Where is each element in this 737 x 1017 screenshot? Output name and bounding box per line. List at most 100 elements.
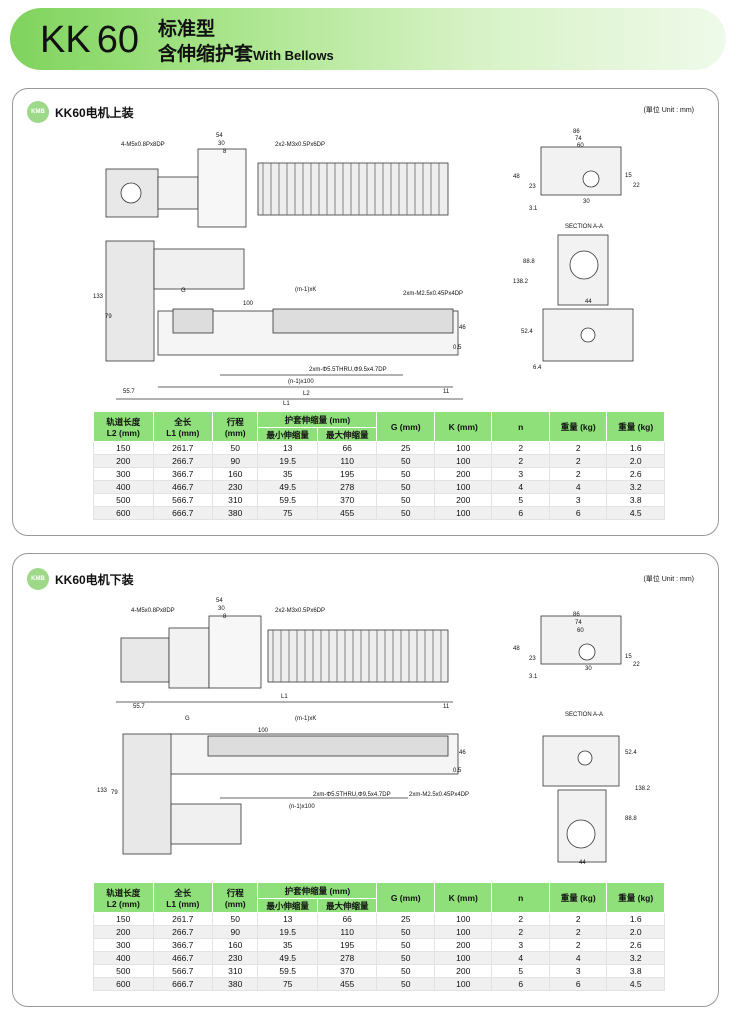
cell: 3.8 <box>606 964 665 978</box>
end-view-a-bore-icon <box>578 643 596 661</box>
cell: 6 <box>491 506 550 520</box>
col-n: n <box>491 882 550 913</box>
cell: 3.2 <box>606 480 665 494</box>
coupler-side <box>153 248 245 290</box>
cell: 261.7 <box>152 912 214 926</box>
cell: 100 <box>433 506 493 520</box>
bellows-top <box>257 162 449 216</box>
cell: 100 <box>433 441 493 455</box>
dim-label: G <box>185 716 190 722</box>
dim-label: 48 <box>513 646 520 652</box>
kmb-badge-icon: KMB <box>27 568 49 590</box>
cell: 200 <box>433 493 493 507</box>
cell: 261.7 <box>152 441 214 455</box>
cell: 90 <box>212 925 259 939</box>
kmb-badge-icon: KMB <box>27 101 49 123</box>
dim-label: 23 <box>529 184 536 190</box>
dim-label: 100 <box>258 728 269 734</box>
cell: 3.2 <box>606 951 665 965</box>
dim-label: 86 <box>573 612 580 618</box>
cell: 6 <box>548 506 608 520</box>
cell: 466.7 <box>152 480 214 494</box>
end-view-motor <box>557 234 609 306</box>
cell: 50 <box>376 977 435 991</box>
col-bellows-min: 最小伸缩量 <box>257 427 318 442</box>
cell: 380 <box>212 506 259 520</box>
col-g: G (mm) <box>376 882 435 913</box>
cell: 230 <box>212 480 259 494</box>
cell: 50 <box>376 454 435 468</box>
dim-label: 30 <box>218 141 225 147</box>
dim-label: (n-1)x100 <box>289 804 315 810</box>
dim-label: 74 <box>575 136 582 142</box>
cell: 3.8 <box>606 493 665 507</box>
cell: 3 <box>548 493 608 507</box>
cell: 100 <box>433 925 493 939</box>
unit-note: (單位 Unit : mm) <box>643 576 694 583</box>
cell: 150 <box>93 912 154 926</box>
cell: 2 <box>548 938 608 952</box>
cell: 200 <box>433 964 493 978</box>
motor-side <box>122 733 172 855</box>
technical-drawing-top-motor <box>105 146 634 400</box>
section-label: SECTION A-A <box>565 712 604 718</box>
cell: 2 <box>548 925 608 939</box>
cell: 50 <box>376 467 435 481</box>
dim-label: 74 <box>575 620 582 626</box>
cell: 49.5 <box>257 480 318 494</box>
cell: 75 <box>257 977 318 991</box>
cell: 666.7 <box>152 977 214 991</box>
cell: 400 <box>93 951 154 965</box>
dim-label: (n-1)x100 <box>288 379 314 385</box>
title-line2-zh: 含伸缩护套 <box>158 44 254 65</box>
col-bellows: 护套伸缩量 (mm) <box>257 882 378 899</box>
cell: 19.5 <box>257 925 318 939</box>
dim-label: 3.1 <box>529 206 538 212</box>
dim-label: 22 <box>633 662 640 668</box>
cell: 200 <box>93 454 154 468</box>
section-title: KK60电机上装 <box>55 105 134 120</box>
cell: 370 <box>316 493 378 507</box>
cell: 100 <box>433 977 493 991</box>
dim-label: L2 <box>303 391 310 397</box>
cell: 75 <box>257 506 318 520</box>
dim-label: G <box>181 288 186 294</box>
dim-label: 2xm-M2.5x0.45Px4DP <box>409 792 470 798</box>
col-bellows-max: 最大伸缩量 <box>316 898 378 913</box>
coupler-side <box>170 803 242 845</box>
cell: 300 <box>93 467 154 481</box>
dim-label: 54 <box>216 598 223 604</box>
end-view-base-bore-icon <box>580 327 596 343</box>
coupler-housing <box>157 176 199 210</box>
cell: 278 <box>316 480 378 494</box>
section-header: KMB KK60电机下装 <box>27 568 134 590</box>
cell: 2.0 <box>606 925 665 939</box>
dim-label: 4-M5x0.8Px8DP <box>131 608 175 614</box>
dim-label: L1 <box>283 401 290 407</box>
col-weight2: 重量 (kg) <box>606 411 665 442</box>
end-view-a-bore-icon <box>582 170 600 188</box>
bellows-top <box>267 629 449 683</box>
cell: 2 <box>491 925 550 939</box>
title-line2: 含伸缩护套With Bellows <box>158 44 334 67</box>
dim-label: 11 <box>443 389 450 395</box>
cell: 110 <box>316 454 378 468</box>
bellows-pleats <box>262 163 440 215</box>
col-total-length: 全长 L1 (mm) <box>152 411 214 442</box>
dim-label: 11 <box>443 704 450 710</box>
cell: 195 <box>316 467 378 481</box>
cell: 466.7 <box>152 951 214 965</box>
dim-label: 2x2-M3x0.5Px6DP <box>275 608 326 614</box>
cell: 310 <box>212 964 259 978</box>
cell: 230 <box>212 951 259 965</box>
dim-label: 30 <box>218 606 225 612</box>
cell: 100 <box>433 480 493 494</box>
cell: 100 <box>433 454 493 468</box>
dim-label: 44 <box>585 299 592 305</box>
bellows-right-side <box>272 308 454 334</box>
dim-label: 6.4 <box>533 365 542 371</box>
dim-label: 2x2-M3x0.5Px6DP <box>275 142 326 148</box>
